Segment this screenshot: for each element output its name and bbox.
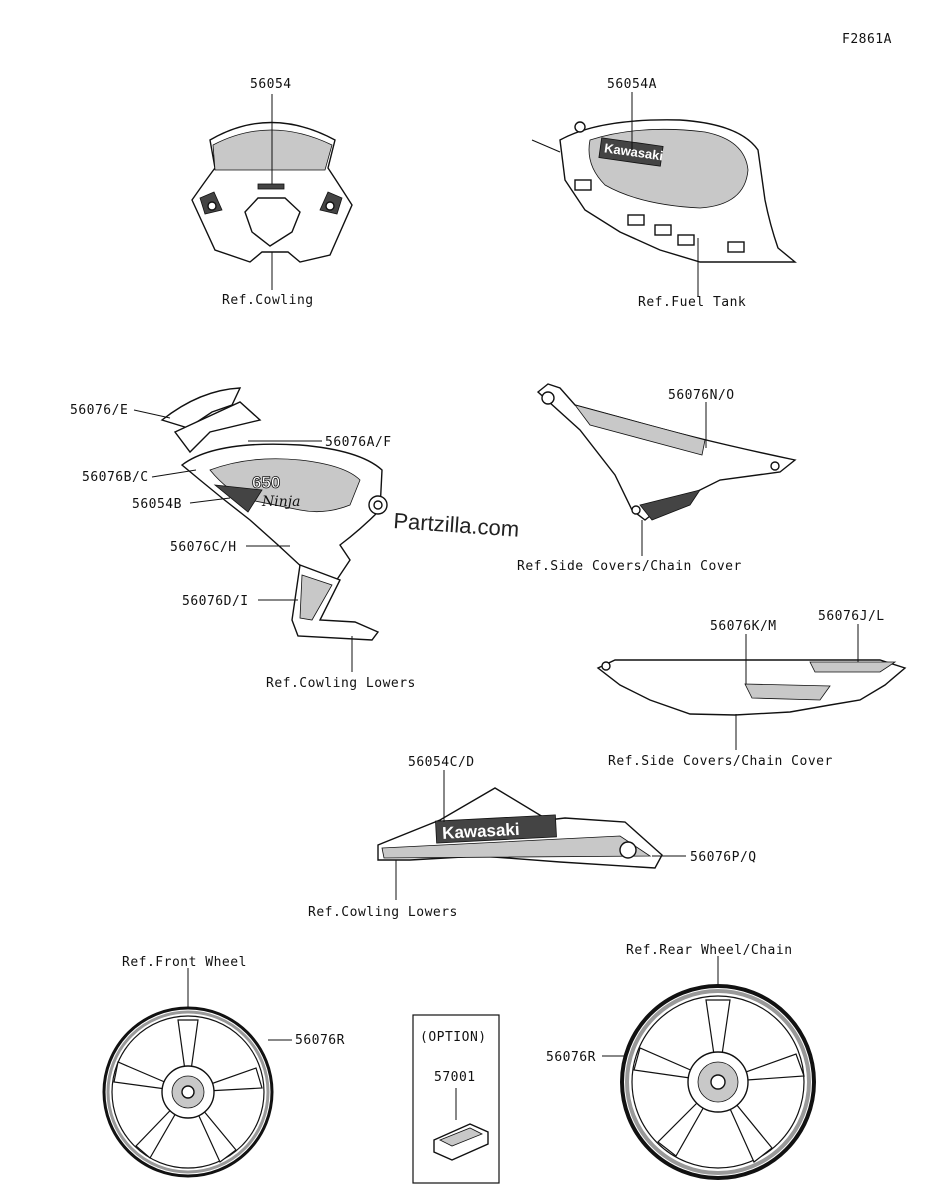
side-cover-decal-group-2: 56076K/M 56076J/L Ref.Side Covers/Chain … (596, 609, 907, 769)
side-cover-2-stripe (744, 683, 831, 701)
front-wheel-axle (181, 1085, 195, 1099)
side-cover-1-grommet (541, 391, 555, 405)
option-label: (OPTION) (420, 1030, 487, 1045)
label-56076R-front: 56076R (295, 1033, 345, 1048)
label-ref-cowling-lowers-2: Ref.Cowling Lowers (308, 905, 458, 920)
front-wheel-decal-group: Ref.Front Wheel 56076R (102, 955, 345, 1178)
cowling-lower-stripe (381, 835, 652, 859)
side-fairing-decal-group: 650 Ninja 56076/E 56076A/F 56076B/C 5605… (70, 387, 416, 691)
option-tool-top (439, 1127, 483, 1147)
label-56054CD: 56054C/D (408, 755, 475, 770)
figure-id: F2861A (842, 32, 892, 47)
label-56076PQ: 56076P/Q (690, 850, 757, 865)
rear-wheel-axle (710, 1074, 726, 1090)
windscreen-left-bolt (207, 201, 217, 211)
side-fairing-bolt-inner (373, 500, 383, 510)
label-56076NO: 56076N/O (668, 388, 735, 403)
front-wheel-rim-decal (106, 1010, 270, 1174)
side-fairing-triangle (213, 484, 263, 513)
label-56076E: 56076/E (70, 403, 128, 418)
upper-fairing-stripe (173, 401, 262, 454)
label-56076BC: 56076B/C (82, 470, 149, 485)
front-wheel-rim-inner (111, 1015, 265, 1169)
option-box-group: (OPTION) 57001 (412, 1014, 500, 1184)
cowling-lower-decal-group: Kawasaki 56054C/D 56076P/Q Ref.Cowling L… (308, 755, 757, 920)
label-56076CH: 56076C/H (170, 540, 237, 555)
lower-fairing-shade (299, 574, 333, 621)
leader-56076BC (151, 469, 197, 478)
side-cover-1-bolt (770, 461, 780, 471)
label-56076AF: 56076A/F (325, 435, 392, 450)
label-56076KM: 56076K/M (710, 619, 777, 634)
label-ref-fuel-tank: Ref.Fuel Tank (638, 295, 746, 310)
label-56054: 56054 (250, 77, 292, 92)
side-cover-1-lower-bolt (631, 505, 641, 515)
cowling-lower-bolt (619, 841, 637, 859)
side-cover-2-tip (809, 661, 897, 673)
leader-56076E (133, 409, 171, 419)
label-ref-front-wheel: Ref.Front Wheel (122, 955, 247, 970)
cowling-lower-badge (435, 814, 557, 844)
cowling-lower-kawasaki-text: Kawasaki (442, 820, 520, 843)
label-56054B: 56054B (132, 497, 182, 512)
rear-wheel-decal-group: Ref.Rear Wheel/Chain 56076R (546, 943, 816, 1180)
side-cover-1-stripe (573, 404, 706, 456)
fuel-tank-mount-4 (677, 234, 695, 246)
label-57001: 57001 (434, 1070, 476, 1085)
fuel-tank-hose (531, 139, 561, 153)
label-ref-side-covers-1: Ref.Side Covers/Chain Cover (517, 559, 742, 574)
windscreen-logo-mark (257, 183, 285, 190)
side-fairing-ninja-text: Ninja (261, 494, 300, 510)
side-cover-decal-group-1: 56076N/O Ref.Side Covers/Chain Cover (517, 383, 797, 574)
label-ref-side-covers-2: Ref.Side Covers/Chain Cover (608, 754, 833, 769)
side-fairing-model-text: 650 (252, 473, 280, 492)
label-56054A: 56054A (607, 77, 657, 92)
windscreen-duct (244, 197, 301, 247)
fuel-tank-mount-5 (727, 241, 745, 253)
fuel-tank-mount-1 (574, 179, 592, 191)
label-ref-cowling-lowers-1: Ref.Cowling Lowers (266, 676, 416, 691)
windscreen-right-bolt (325, 201, 335, 211)
label-56076DI: 56076D/I (182, 594, 249, 609)
leader-56054B (189, 497, 231, 504)
fuel-tank-mount-2 (627, 214, 645, 226)
label-ref-rear-wheel: Ref.Rear Wheel/Chain (626, 943, 793, 958)
fuel-tank-mount-3 (654, 224, 672, 236)
windscreen-decal-group: 56054 Ref.Cowling (191, 77, 353, 308)
rear-wheel-rim-inner (631, 995, 805, 1169)
fuel-tank-cap (574, 121, 586, 133)
side-cover-1-tail (639, 489, 701, 521)
watermark: Partzilla.com (393, 508, 520, 542)
label-56076R-rear: 56076R (546, 1050, 596, 1065)
upper-fairing-tip (160, 387, 242, 429)
label-56076JL: 56076J/L (818, 609, 885, 624)
side-cover-2-bolt (601, 661, 611, 671)
fuel-tank-decal-group: Kawasaki 56054A Ref.Fuel Tank (531, 77, 797, 310)
rear-wheel-rim-decal (625, 989, 811, 1175)
label-ref-cowling: Ref.Cowling (222, 293, 314, 308)
